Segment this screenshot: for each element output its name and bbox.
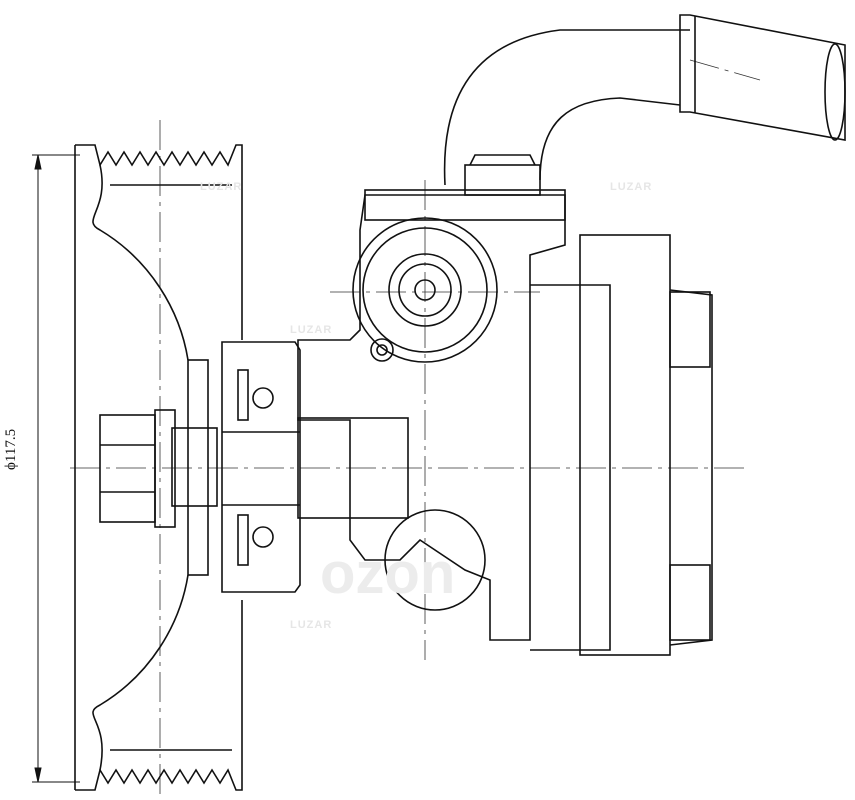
diameter-label: ϕ117.5	[3, 428, 19, 470]
marketplace-watermark: ozon	[320, 541, 456, 606]
centerlines	[70, 59, 761, 800]
brand-watermark: LUZAR	[610, 181, 653, 193]
pulley	[74, 144, 243, 791]
outlet-hose	[443, 14, 846, 186]
diameter-dimension	[32, 154, 80, 783]
brand-watermark: LUZAR	[290, 324, 333, 336]
bearing-housing	[221, 341, 301, 593]
pump-body	[297, 154, 713, 656]
brand-watermark: LUZAR	[290, 619, 333, 631]
brand-watermark: LUZAR	[200, 181, 243, 193]
